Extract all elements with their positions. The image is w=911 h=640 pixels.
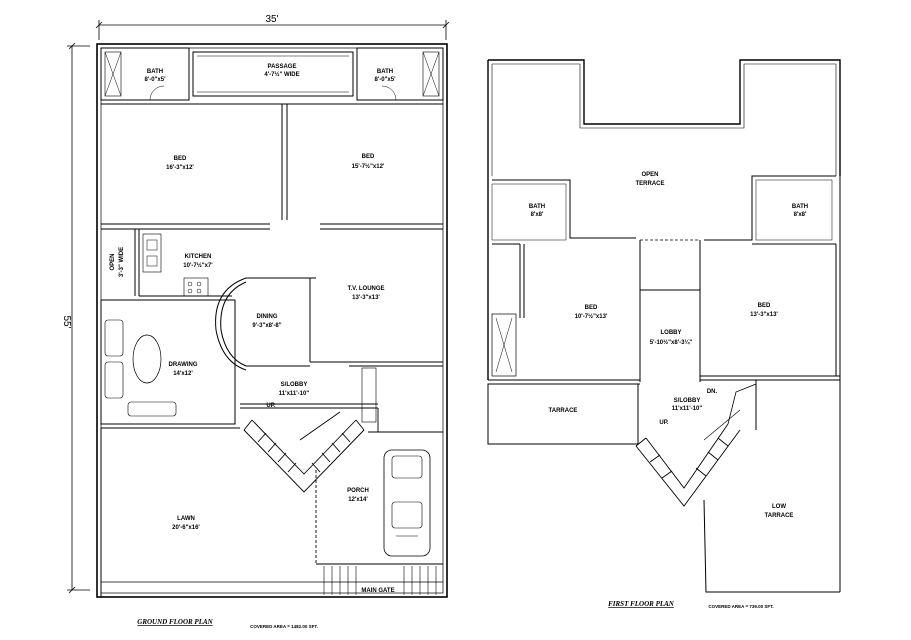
ff-bed-right [700, 176, 841, 592]
tv-lounge-room [310, 361, 443, 423]
ground-floor-plan [67, 20, 450, 598]
gf-bath-left-name: BATH [147, 69, 163, 75]
ff-bath-right-name: BATH [792, 204, 808, 210]
ff-lobby [639, 239, 701, 382]
bed-partitions [101, 103, 443, 230]
gf-open-name: OPEN [110, 253, 116, 270]
ff-terrace-outline [488, 59, 841, 176]
ground-outer-wall [96, 43, 448, 598]
gf-drawing-name: DRAWING [169, 362, 198, 368]
width-dimension-line [95, 20, 450, 40]
gf-s-lobby-name: S/LOBBY [281, 382, 308, 388]
ff-bath-right-room [704, 175, 836, 245]
gf-main-gate-label: MAIN GATE [361, 588, 394, 594]
ground-floor-title: GROUND FLOOR PLAN [137, 618, 213, 626]
gf-bath-right-size: 8'-0"x5' [374, 77, 396, 83]
lawn-area [100, 428, 443, 597]
ff-low-terrace-name2: TARRACE [765, 513, 794, 519]
gf-s-lobby-size: 11'x11'-10" [279, 391, 310, 397]
ff-lobby-size: 5'-10½"x8'-3¼" [650, 339, 693, 346]
height-dimension-line [67, 42, 90, 594]
gf-open-size: 3'-3" WIDE [119, 247, 125, 277]
porch-area [315, 408, 443, 564]
gf-tv-lounge-size: 13'-3"x13' [352, 295, 380, 301]
first-floor-title: FIRST FLOOR PLAN [608, 600, 675, 608]
ff-bed-right-name: BED [758, 303, 771, 309]
ff-bed-left-name: BED [585, 305, 598, 311]
ff-bath-left-name: BATH [529, 204, 545, 210]
car-icon [383, 449, 431, 557]
gf-bed-left-size: 16'-3"x12' [166, 165, 194, 171]
gf-tv-lounge-name: T.V. LOUNGE [347, 286, 384, 292]
gf-kitchen-name: KITCHEN [185, 254, 212, 260]
first-floor-labels: OPEN TERRACE BATH 8'x8' BATH 8'x8' BED 1… [529, 172, 808, 609]
ff-bed-right-size: 13'-3"x13' [750, 312, 778, 318]
drawing-room [100, 299, 240, 429]
ff-bath-left-room [491, 179, 636, 245]
ff-bath-right-size: 8'x8' [794, 212, 807, 218]
passage-room [192, 51, 354, 97]
gf-porch-name: PORCH [347, 488, 369, 494]
ff-s-lobby-size: 11'x11'-10" [672, 406, 703, 412]
ff-dn-label: DN. [707, 389, 718, 395]
dining-room [215, 277, 316, 371]
gf-drawing-size: 14'x12' [173, 371, 193, 377]
ff-terrace-name: TARRACE [549, 408, 578, 414]
stair-lobby [240, 403, 378, 493]
bath-right-room [356, 47, 444, 101]
first-floor-covered-area: COVERED AREA = 739.00 SFT. [708, 604, 773, 609]
gf-bath-left-size: 8'-0"x5' [144, 77, 166, 83]
gf-lawn-name: LAWN [177, 516, 195, 522]
ff-open-terrace-name: OPEN [641, 172, 658, 178]
gf-up-label: UP. [266, 403, 276, 409]
gf-dining-size: 9'-3"x8'-8" [252, 323, 281, 329]
ff-low-terrace-name: LOW [772, 504, 786, 510]
bath-left-room [100, 47, 190, 101]
gf-bath-right-name: BATH [377, 69, 393, 75]
first-floor-plan [487, 59, 841, 593]
ff-up-label: UP. [659, 420, 669, 426]
gf-bed-left-name: BED [174, 156, 187, 162]
ff-bed-left-size: 10'-7½"x13' [575, 313, 608, 320]
gf-lawn-size: 20'-6"x16' [172, 525, 200, 531]
ground-floor-labels: 35' 55' BATH 8'-0"x5' PASSAGE 4'-7½" WID… [61, 14, 396, 629]
ff-low-terrace-area [703, 380, 840, 593]
ff-terrace-area [487, 383, 639, 445]
ff-s-lobby-name: S/LOBBY [674, 398, 701, 404]
main-gate [323, 566, 437, 595]
ff-bath-left-size: 8'x8' [531, 212, 544, 218]
width-dimension-label: 35' [265, 14, 278, 25]
height-dimension-label: 55' [61, 315, 72, 328]
gf-passage-size: 4'-7½" WIDE [264, 71, 299, 78]
gf-kitchen-size: 10'-7½"x7' [183, 262, 213, 269]
ground-floor-covered-area: COVERED AREA = 1482.00 SFT. [250, 624, 318, 629]
gf-bed-right-size: 15'-7½"x12' [352, 163, 385, 170]
ff-lobby-name: LOBBY [661, 330, 682, 336]
ff-open-terrace-name2: TERRACE [635, 181, 664, 187]
gf-passage-name: PASSAGE [268, 64, 297, 70]
gf-porch-size: 12'x14' [348, 497, 368, 503]
ff-stair-lobby [635, 383, 757, 507]
gf-bed-right-name: BED [362, 154, 375, 160]
gf-dining-name: DINING [257, 314, 278, 320]
